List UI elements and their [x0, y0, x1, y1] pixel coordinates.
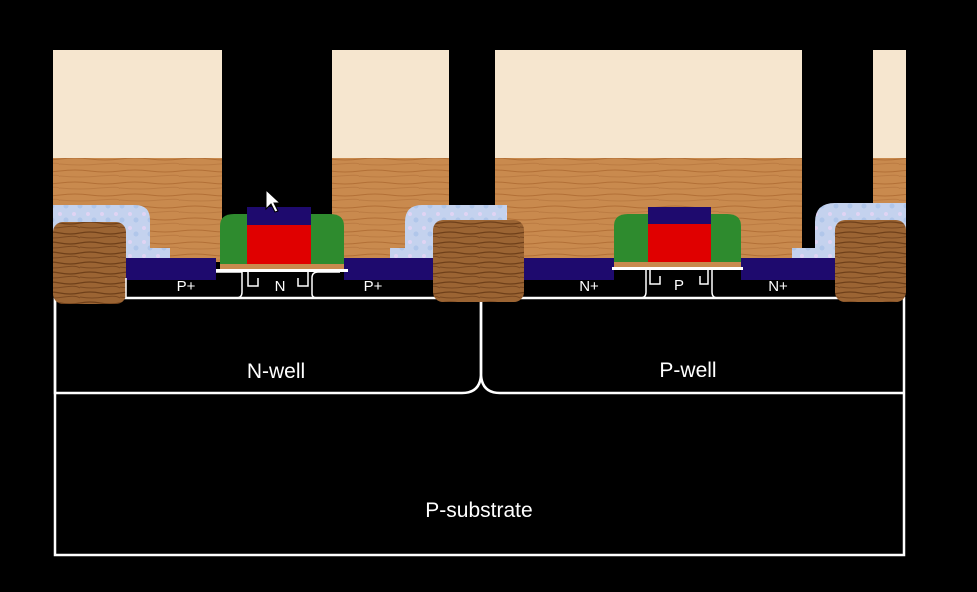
- trench-isolation: [53, 220, 906, 304]
- gate-poly: [247, 225, 311, 265]
- silicide-strip: [741, 258, 835, 280]
- gate-underline: [216, 269, 348, 272]
- oxide-block: [495, 50, 802, 158]
- nmos-source-outline: [524, 270, 647, 299]
- p-substrate-label: P-substrate: [425, 499, 532, 522]
- silicide-strip: [126, 258, 216, 280]
- sti-block: [53, 222, 126, 304]
- gate-underline: [612, 267, 743, 270]
- silicide-strip: [524, 258, 614, 280]
- silicide-strip: [344, 258, 444, 280]
- gate-oxide: [614, 262, 741, 268]
- pmos-source-label: P+: [177, 278, 196, 295]
- gate-poly: [648, 224, 711, 263]
- pmos-drain-outline: [311, 271, 432, 299]
- gate-oxide: [220, 264, 344, 270]
- p-well-label: P-well: [659, 359, 716, 382]
- oxide-block: [53, 50, 222, 158]
- sti-block: [433, 220, 524, 302]
- silicide-contacts: [126, 258, 835, 280]
- pmos-body-outline: [247, 272, 309, 287]
- oxide-block: [873, 50, 906, 158]
- sti-block: [835, 220, 906, 302]
- pmos-drain-label: P+: [364, 278, 383, 295]
- gate-cap: [247, 207, 311, 225]
- pmos-source-outline: [125, 271, 243, 299]
- diffusions: [125, 270, 835, 299]
- oxide-block: [332, 50, 449, 158]
- pmos-gate: [216, 207, 348, 272]
- nmos-source-label: N+: [579, 278, 599, 295]
- p-well-outline: [479, 298, 904, 395]
- n-well-label: N-well: [247, 360, 305, 383]
- mouse-pointer-icon: [265, 188, 282, 213]
- nmos-drain-outline: [711, 270, 835, 299]
- gate-cap: [648, 207, 711, 224]
- region-labels: P+ N P+ N+ P N+ N-well P-well P-substrat…: [177, 277, 788, 522]
- nmos-body-label: P: [674, 277, 684, 294]
- nmos-drain-label: N+: [768, 278, 788, 295]
- nmos-body-outline: [649, 270, 709, 285]
- pmos-body-label: N: [275, 278, 286, 295]
- nmos-gate: [612, 207, 743, 270]
